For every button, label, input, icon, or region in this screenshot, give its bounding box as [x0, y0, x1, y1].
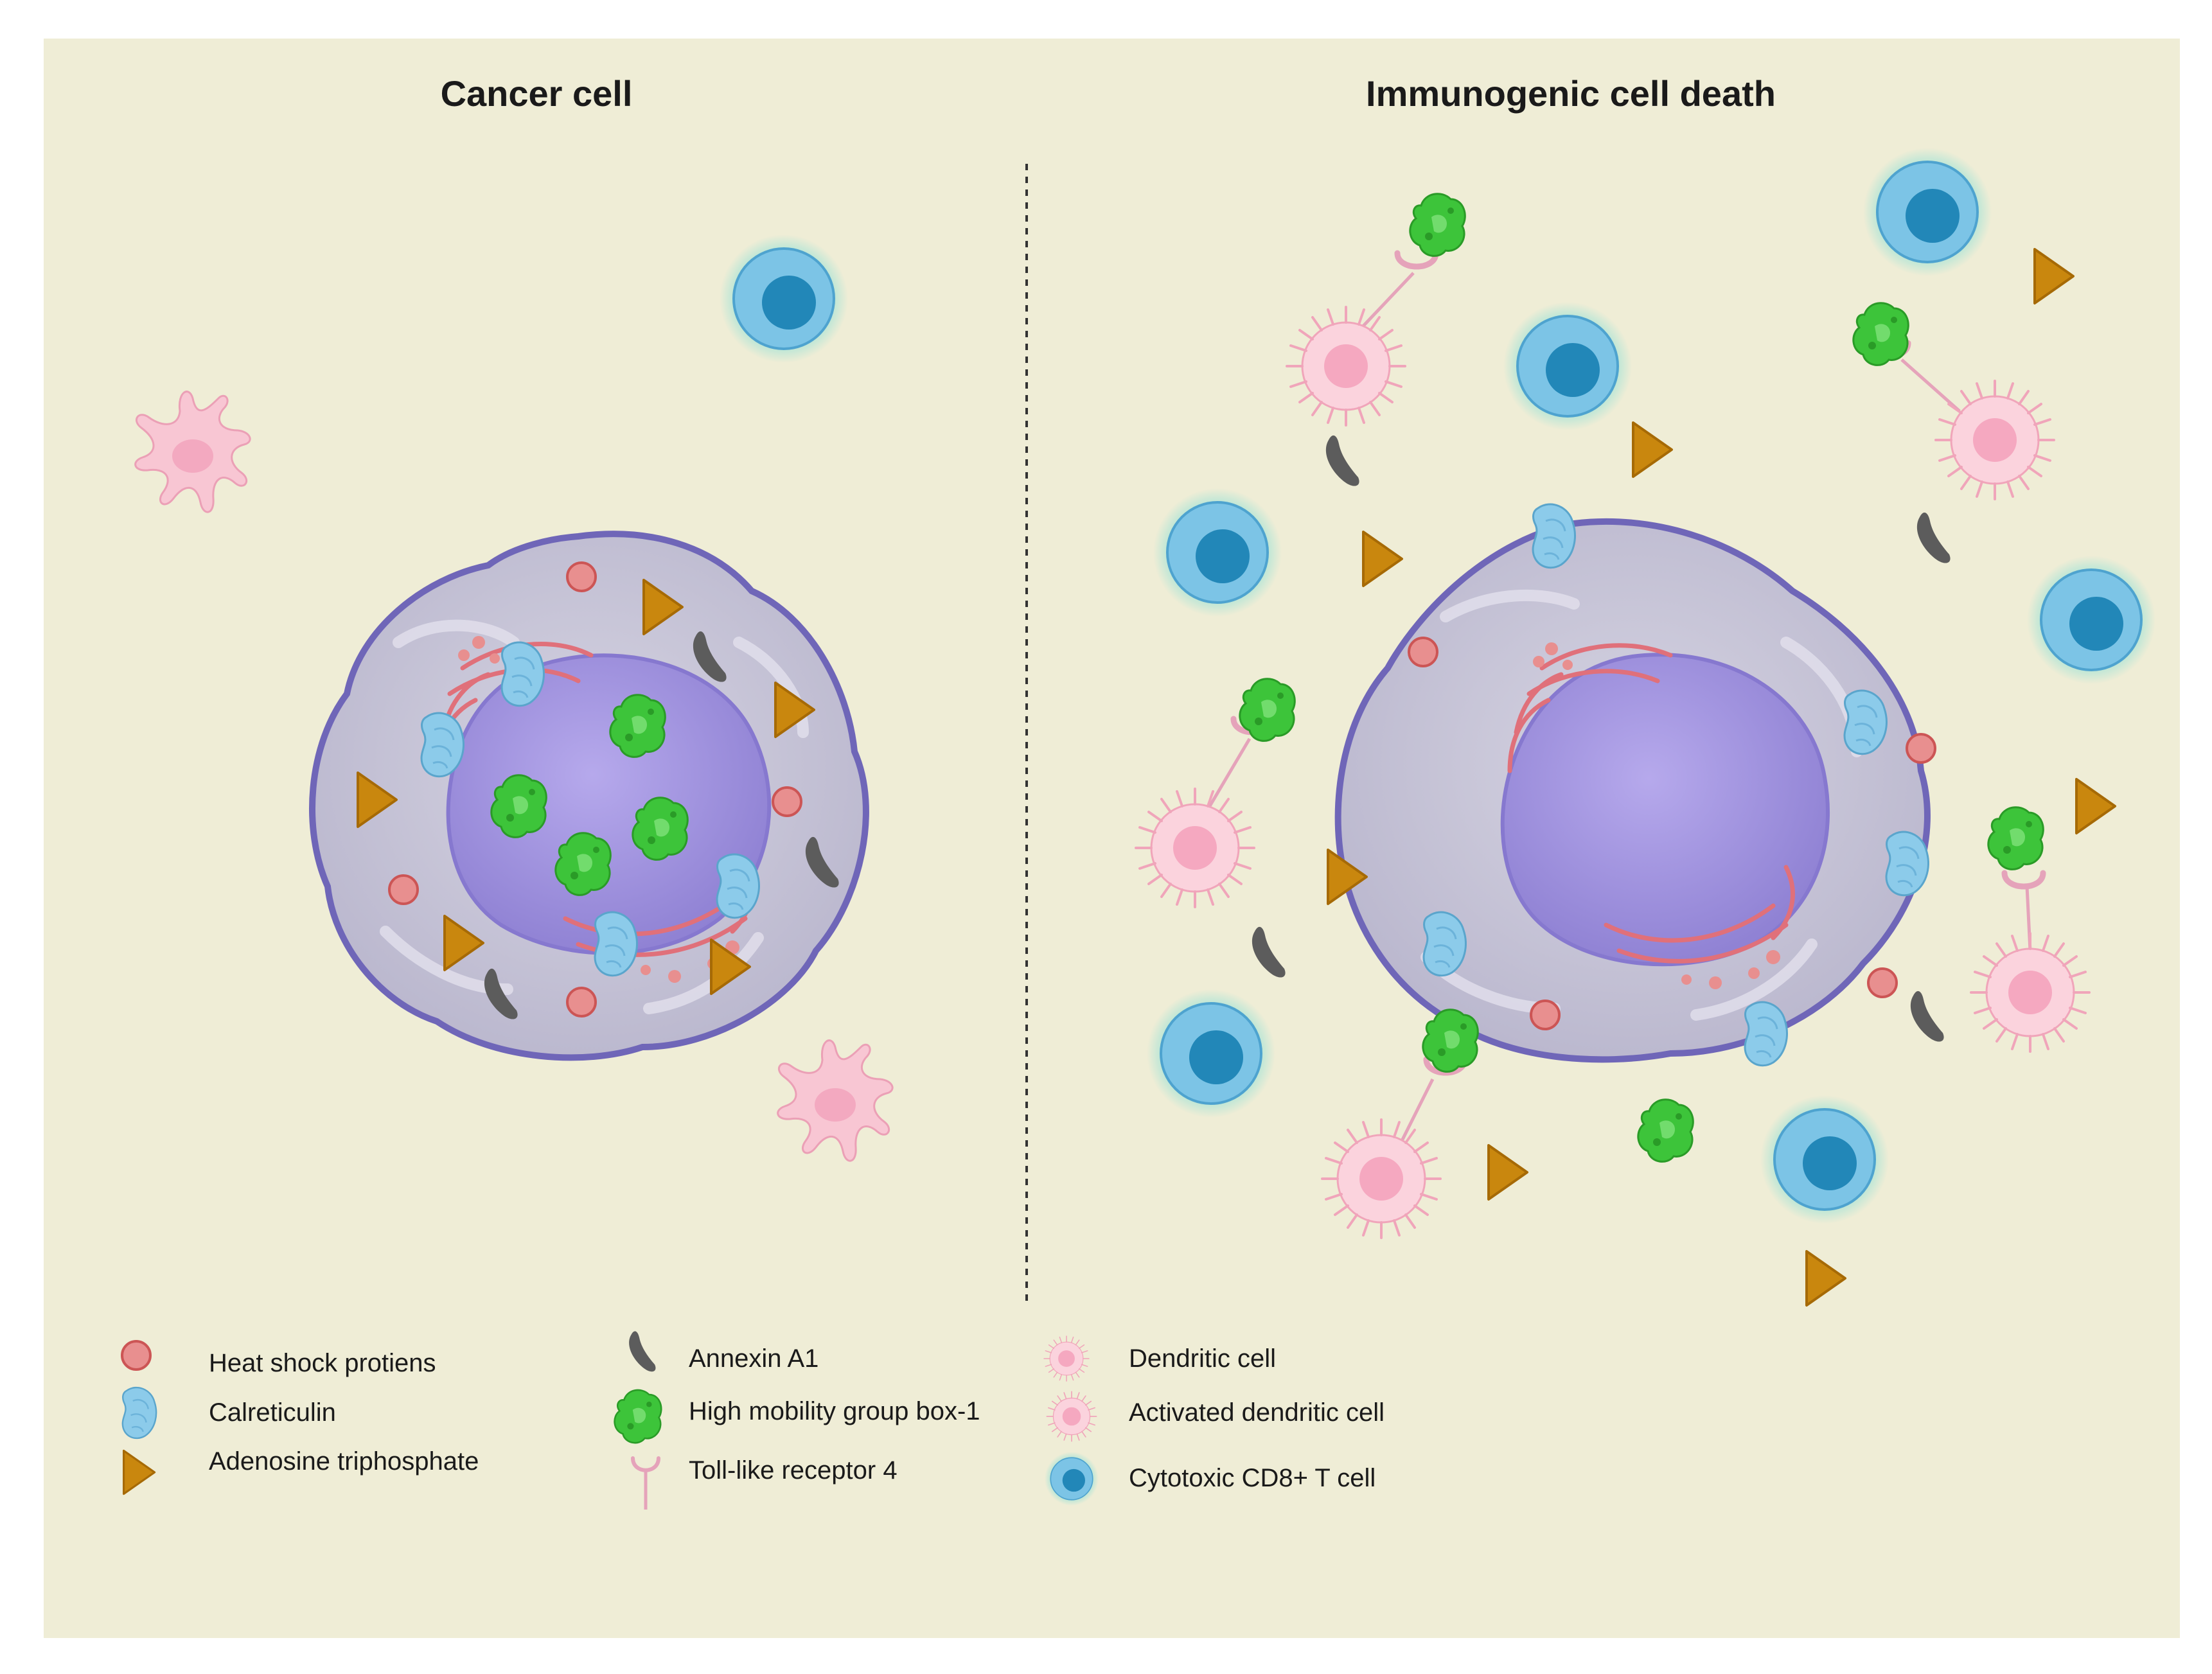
legend-item-tcell: Cytotoxic CD8+ T cell [1044, 1451, 1376, 1506]
calreticulin-icon [716, 853, 760, 919]
legend: Heat shock protiens Calreticulin Adenosi… [121, 1331, 1385, 1510]
cytoplasm-texture [1420, 589, 1863, 1021]
legend-label: Annexin A1 [689, 1344, 818, 1373]
legend-label: Cytotoxic CD8+ T cell [1129, 1464, 1376, 1492]
t-cell-icon [1502, 301, 1633, 432]
legend-item-atp: Adenosine triphosphate [123, 1447, 479, 1495]
heat-shock-protein-icon [566, 561, 597, 592]
cytoplasm-texture [380, 619, 809, 1014]
legend-item-tlr4: Toll-like receptor 4 [631, 1456, 898, 1510]
t-cell-icon [1146, 988, 1277, 1119]
legend-item-heat-shock: Heat shock protiens [121, 1340, 436, 1377]
activated-dc-complex [1286, 193, 1466, 427]
calreticulin-icon [1885, 831, 1929, 897]
calreticulin-icon [1422, 911, 1467, 977]
t-cell-icon [1862, 146, 1993, 278]
er-vesicles [1533, 642, 1780, 989]
calreticulin-icon [1843, 689, 1888, 755]
calreticulin-icon [1532, 503, 1576, 569]
legend-label: High mobility group box-1 [689, 1397, 980, 1425]
legend-item-activated-dendritic: Activated dendritic cell [1046, 1391, 1385, 1442]
heat-shock-protein-icon [121, 1340, 152, 1371]
calreticulin-icon [420, 712, 465, 778]
activated-dc-complex [1135, 678, 1296, 908]
tlr4-icon [631, 1456, 660, 1510]
calreticulin-icon [121, 1386, 157, 1440]
legend-label: Adenosine triphosphate [209, 1447, 479, 1476]
heat-shock-protein-icon [1906, 733, 1936, 764]
left-panel-title: Cancer cell [441, 73, 633, 114]
legend-label: Toll-like receptor 4 [689, 1456, 898, 1485]
heat-shock-protein-icon [1867, 967, 1898, 998]
legend-item-calreticulin: Calreticulin [121, 1386, 336, 1440]
nucleus [1500, 653, 1830, 967]
legend-label: Activated dendritic cell [1129, 1398, 1385, 1427]
heat-shock-protein-icon [772, 786, 802, 817]
t-cell-icon [1044, 1451, 1099, 1506]
heat-shock-protein-icon [1408, 637, 1438, 667]
legend-item-annexin: Annexin A1 [629, 1331, 818, 1373]
activated-dc-complex [1852, 302, 2055, 500]
legend-item-dendritic: Dendritic cell [1043, 1335, 1276, 1382]
legend-label: Heat shock protiens [209, 1349, 436, 1377]
t-cell-icon [718, 233, 849, 364]
calreticulin-icon [1744, 1001, 1788, 1067]
heat-shock-protein-icon [1530, 1000, 1561, 1030]
legend-label: Dendritic cell [1129, 1344, 1276, 1373]
legend-item-hmgb1: High mobility group box-1 [614, 1389, 980, 1444]
left-cancer-cell [309, 531, 869, 1061]
t-cell-icon [2026, 554, 2157, 685]
right-dying-cell [1334, 503, 1936, 1067]
calreticulin-icon [500, 641, 545, 707]
legend-label: Calreticulin [209, 1398, 336, 1427]
t-cell-icon [1759, 1094, 1890, 1225]
calreticulin-icon [594, 911, 638, 977]
heat-shock-protein-icon [388, 874, 419, 905]
heat-shock-protein-icon [566, 987, 597, 1018]
endoplasmic-reticulum [1507, 643, 1795, 964]
t-cell-icon [1152, 487, 1283, 618]
activated-dc-complex [1970, 806, 2091, 1053]
right-panel-title: Immunogenic cell death [1366, 73, 1776, 114]
activated-dc-complex [1321, 1009, 1479, 1239]
